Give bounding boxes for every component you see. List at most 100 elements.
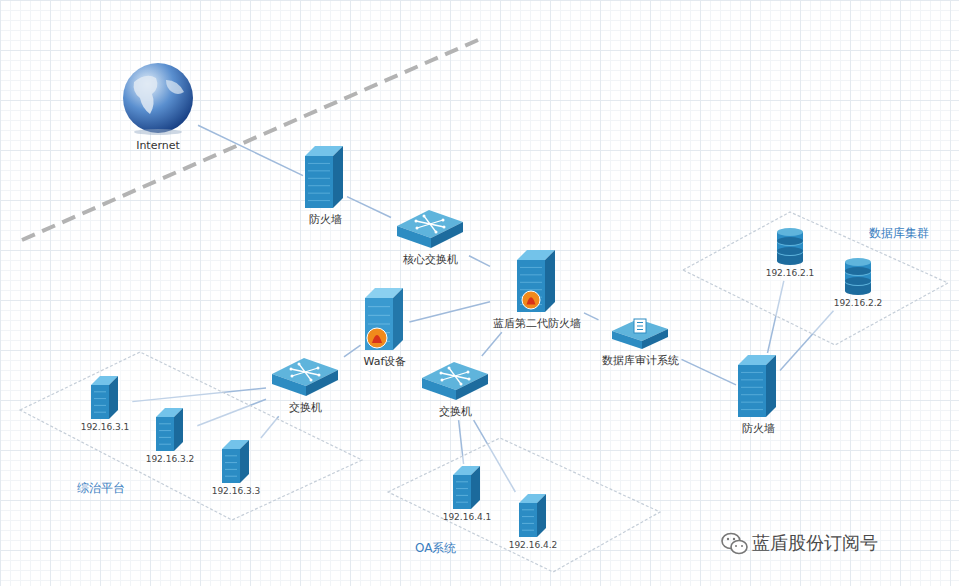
- link-line: [482, 332, 502, 356]
- icon-part: [468, 378, 471, 381]
- icon-part: [443, 226, 446, 229]
- link-line: [682, 359, 737, 384]
- icon-part: [159, 423, 171, 424]
- icon-part: [441, 373, 455, 376]
- icon-part: [431, 222, 463, 248]
- network-device: Internet: [120, 60, 196, 152]
- zone-border: [683, 212, 948, 345]
- network-device: 蓝盾第二代防火墙: [492, 250, 582, 330]
- icon-part: [522, 523, 534, 524]
- icon-part: [174, 408, 183, 451]
- network-device: 数据库审计系统: [601, 313, 680, 367]
- icon-part: [222, 449, 240, 483]
- device-label: 防火墙: [741, 422, 776, 435]
- icon-part: [612, 331, 642, 349]
- icon-part: [467, 371, 470, 374]
- icon-part: [471, 466, 480, 509]
- icon-part: [225, 462, 237, 463]
- icon-part: [845, 258, 871, 266]
- icon-part: [225, 476, 237, 477]
- icon-part: [393, 288, 403, 350]
- device-icon: [517, 250, 557, 314]
- icon-part: [368, 315, 390, 316]
- icon-part: [435, 231, 438, 234]
- device-label: 交换机: [288, 401, 323, 414]
- icon-part: [292, 372, 305, 376]
- icon-part: [741, 372, 763, 373]
- icon-part: [305, 156, 333, 208]
- icon-part: [397, 226, 431, 248]
- icon-part: [298, 363, 301, 366]
- boundary-dash: [22, 40, 478, 240]
- icon-part: [430, 220, 443, 224]
- icon-part: [305, 368, 318, 372]
- ip-address: 192.16.3.3: [211, 486, 262, 497]
- icon-part: [317, 367, 320, 370]
- network-link: [682, 359, 737, 384]
- icon-part: [368, 324, 390, 325]
- icon-part: [333, 146, 343, 208]
- icon-part: [308, 170, 330, 171]
- icon-part: [441, 379, 444, 382]
- device-label: 数据库审计系统: [601, 354, 680, 367]
- wechat-icon: [722, 534, 747, 554]
- icon-part: [845, 268, 871, 276]
- network-link: [344, 345, 361, 357]
- icon-part: [520, 289, 542, 290]
- zone-border: [388, 438, 660, 572]
- icon-part: [522, 509, 534, 510]
- icon-part: [416, 227, 419, 230]
- ip-address: 192.16.2.2: [833, 298, 884, 309]
- device-icon: [453, 466, 481, 510]
- icon-part: [308, 163, 330, 164]
- device-label: 防火墙: [308, 213, 343, 226]
- icon-part: [777, 237, 803, 245]
- icon-part: [225, 469, 237, 470]
- icon-part: [455, 376, 469, 379]
- icon-part: [416, 221, 430, 224]
- icon-part: [159, 437, 171, 438]
- icon-part: [777, 247, 803, 255]
- icon-part: [456, 488, 468, 489]
- icon-part: [634, 319, 646, 333]
- icon-part: [741, 394, 763, 395]
- device-icon: [610, 313, 670, 351]
- device-icon: [519, 494, 547, 538]
- icon-part: [741, 402, 763, 403]
- icon-part: [308, 185, 330, 186]
- watermark: 蓝盾股份订阅号: [752, 531, 878, 555]
- icon-part: [291, 369, 305, 372]
- icon-part: [440, 372, 443, 375]
- device-label: 蓝盾第二代防火墙: [492, 317, 582, 330]
- icon-part: [637, 326, 643, 327]
- device-icon: [775, 228, 805, 266]
- icon-part: [456, 502, 468, 503]
- icon-part: [453, 475, 471, 509]
- icon-part: [845, 287, 871, 295]
- icon-part: [637, 322, 643, 323]
- icon-part: [460, 383, 463, 386]
- icon-part: [517, 260, 545, 312]
- icon-part: [456, 495, 468, 496]
- icon-part: [448, 367, 451, 370]
- device-label: 交换机: [438, 405, 473, 418]
- icon-part: [777, 238, 803, 246]
- device-icon: [418, 358, 492, 402]
- icon-part: [442, 376, 455, 380]
- icon-part: [520, 274, 542, 275]
- device-label: Waf设备: [363, 355, 408, 368]
- network-link: [469, 256, 490, 267]
- network-zone: OA系统192.16.4.1192.16.4.2: [384, 434, 664, 576]
- network-device: 192.16.4.2: [508, 494, 559, 551]
- device-icon: [843, 258, 873, 296]
- icon-part: [134, 129, 182, 135]
- icon-part: [522, 516, 534, 517]
- network-link: [347, 197, 391, 218]
- zone-border: [20, 352, 362, 520]
- link-line: [347, 197, 391, 218]
- network-device: 防火墙: [738, 355, 778, 435]
- icon-part: [456, 481, 468, 482]
- icon-part: [777, 228, 803, 236]
- network-device: Waf设备: [363, 288, 408, 368]
- icon-part: [545, 250, 555, 312]
